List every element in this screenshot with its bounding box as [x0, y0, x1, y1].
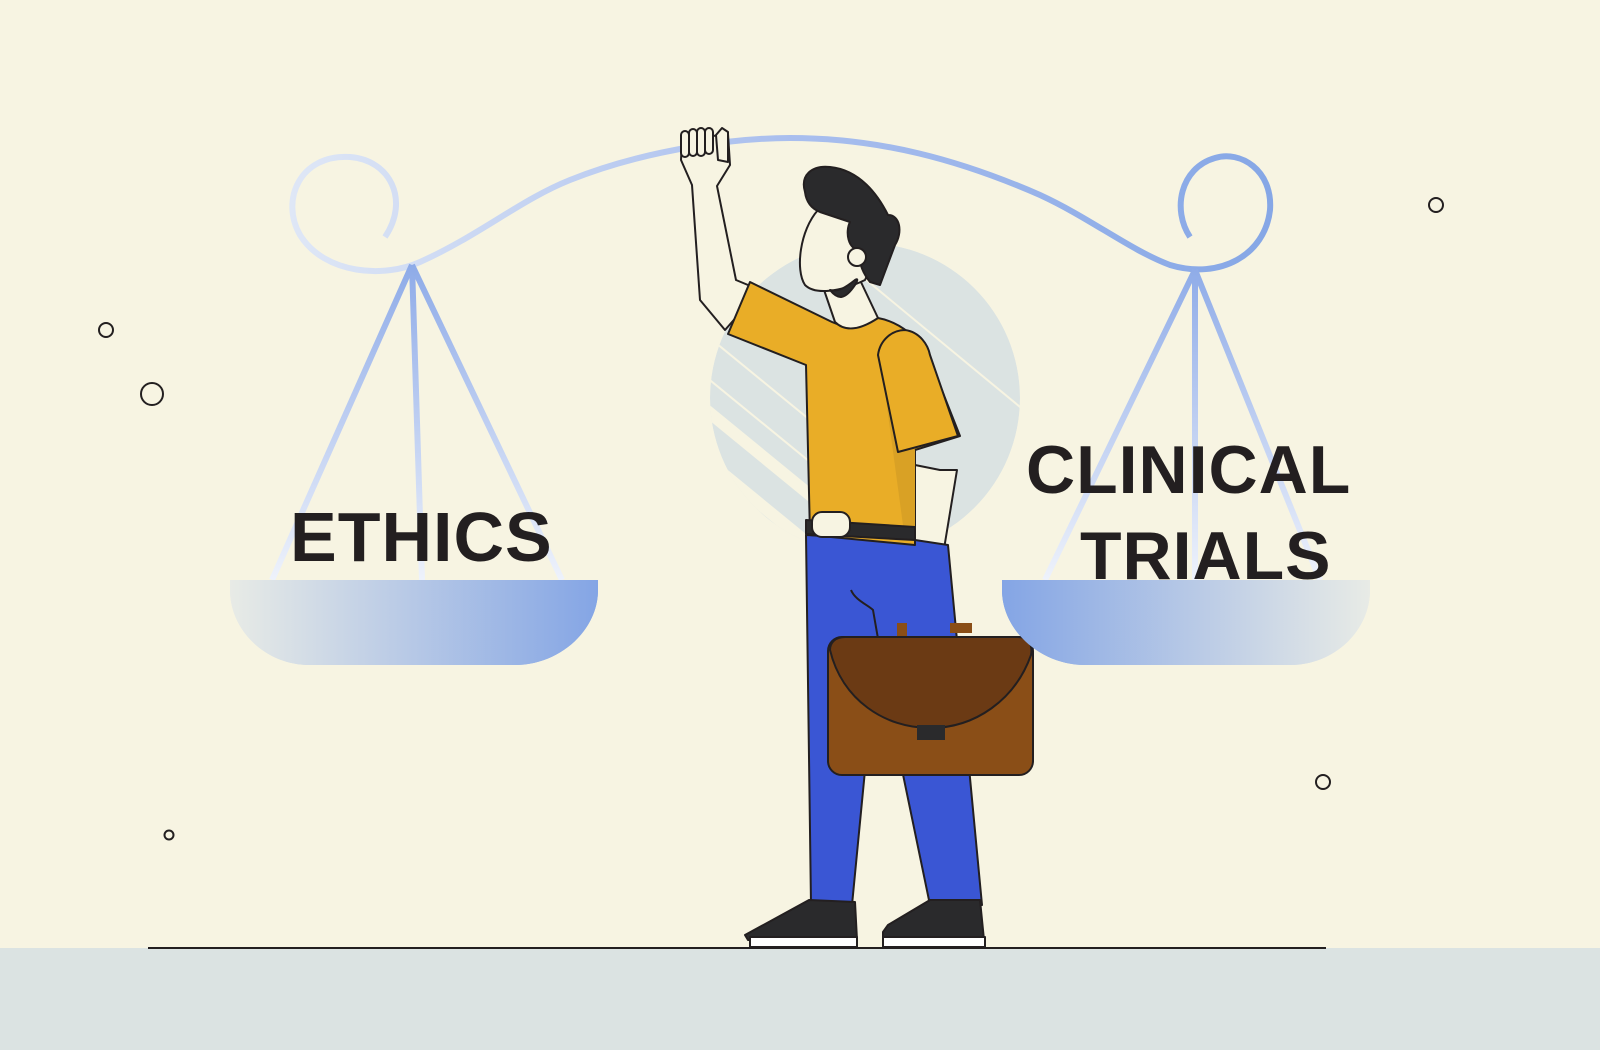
ear	[847, 247, 867, 267]
left-pan-ropes	[269, 263, 565, 582]
right-pan-ropes	[1042, 268, 1323, 582]
decorative-circles	[98, 197, 1444, 841]
briefcase-clasp	[917, 725, 945, 740]
belt-buckle	[811, 511, 851, 538]
scale-beam	[289, 134, 1274, 275]
hair	[802, 165, 901, 286]
left-sole	[749, 936, 858, 948]
fist	[680, 127, 729, 163]
floor	[0, 948, 1600, 1050]
ethics-label: ETHICS	[290, 498, 553, 576]
briefcase-handle-left	[897, 623, 907, 641]
left-pan-front	[230, 580, 598, 665]
briefcase-flap	[829, 636, 1033, 729]
right-sole	[882, 936, 986, 948]
pants-pocket	[850, 589, 881, 651]
briefcase-handle-right	[950, 623, 972, 633]
clinical-label: CLINICAL	[1026, 432, 1352, 508]
beard	[829, 278, 859, 298]
trials-label: TRIALS	[1080, 518, 1332, 594]
right-pan-front	[1002, 580, 1370, 665]
person	[680, 127, 1034, 948]
shirt-sleeve	[877, 329, 959, 453]
